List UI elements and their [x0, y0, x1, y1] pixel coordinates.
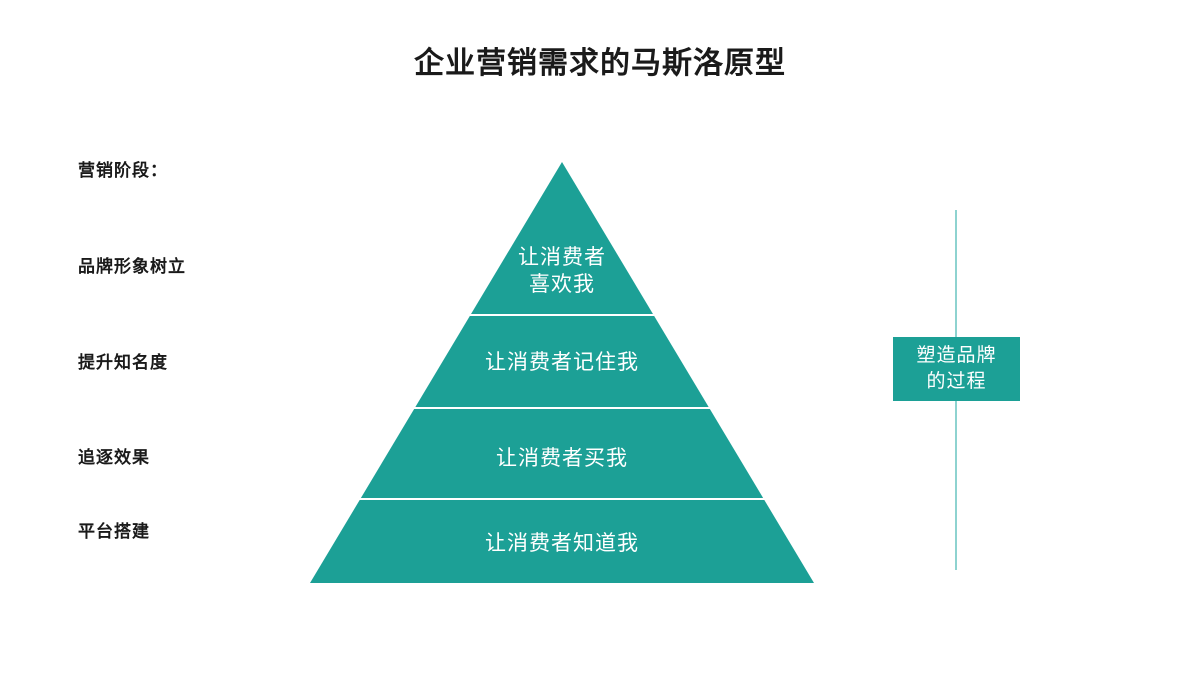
stage-label-awareness: 提升知名度: [78, 353, 168, 372]
callout-label: 塑造品牌 的过程: [916, 345, 997, 392]
stage-list-heading: 营销阶段：: [78, 161, 168, 180]
stage-label-brand-image: 品牌形象树立: [78, 257, 186, 276]
stage-label-platform: 平台搭建: [78, 522, 150, 541]
page-title: 企业营销需求的马斯洛原型: [414, 47, 786, 80]
pyramid-diagram: 让消费者 喜欢我 让消费者记住我 让消费者买我 让消费者知道我: [310, 162, 814, 583]
callout-box: 塑造品牌 的过程: [893, 337, 1020, 401]
pyramid-shape: [310, 162, 814, 583]
pyramid-body: [310, 162, 814, 583]
stage-label-performance: 追逐效果: [78, 448, 150, 467]
